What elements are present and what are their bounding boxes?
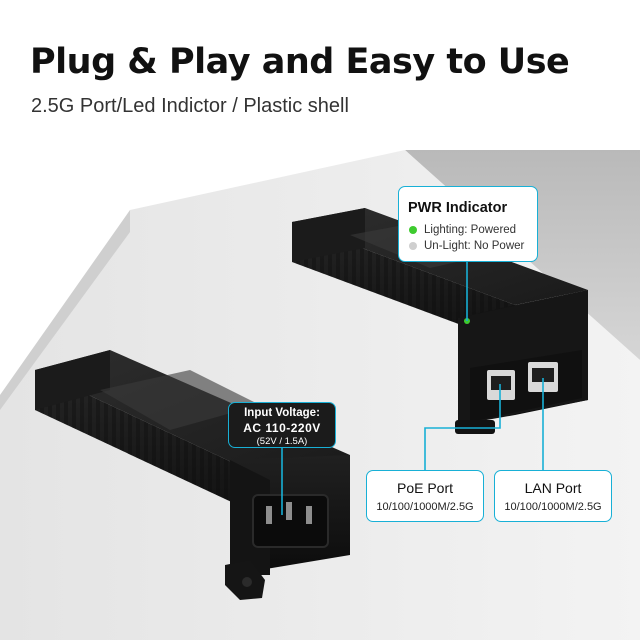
lan-port-speed: 10/100/1000M/2.5G [504, 501, 602, 513]
lan-port-callout: LAN Port 10/100/1000M/2.5G [494, 470, 612, 522]
input-voltage-line1: Input Voltage: [244, 407, 320, 419]
headline-title: Plug & Play and Easy to Use [30, 42, 570, 82]
poe-port-speed: 10/100/1000M/2.5G [376, 501, 474, 513]
grey-led-icon [409, 242, 417, 250]
pwr-led-on-label: Lighting: Powered [424, 224, 517, 236]
poe-injector-back [292, 208, 588, 434]
input-voltage-line2: AC 110-220V [243, 421, 321, 435]
pwr-led-off-row: Un-Light: No Power [409, 240, 524, 252]
green-led-icon [409, 226, 417, 234]
pwr-indicator-callout: PWR Indicator Lighting: Powered Un-Light… [398, 186, 538, 262]
pwr-indicator-title: PWR Indicator [408, 200, 508, 216]
pwr-led-off-label: Un-Light: No Power [424, 240, 525, 252]
poe-port-title: PoE Port [396, 480, 454, 496]
poe-port-callout: PoE Port 10/100/1000M/2.5G [366, 470, 484, 522]
lan-port-title: LAN Port [524, 480, 582, 496]
headline-subtitle: 2.5G Port/Led Indictor / Plastic shell [31, 95, 349, 117]
input-voltage-line3: (52V / 1.5A) [256, 436, 308, 447]
input-voltage-callout: Input Voltage: AC 110-220V (52V / 1.5A) [228, 402, 336, 448]
callout-lines [281, 260, 544, 515]
pwr-led-on-row: Lighting: Powered [409, 224, 516, 236]
shelf-edge [0, 210, 130, 410]
